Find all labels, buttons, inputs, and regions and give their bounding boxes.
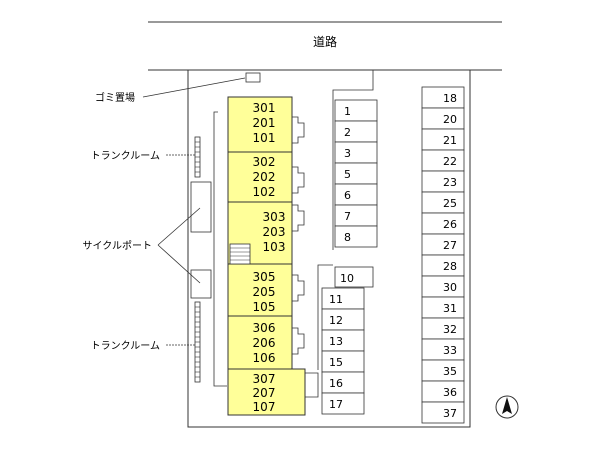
parking-number: 22 [443, 155, 457, 168]
parking-slot [334, 183, 378, 206]
unit-labels: 301 201 101 302 202 102 303 203 103 305 … [253, 101, 286, 414]
parking-slot-10 [334, 266, 374, 288]
parking-left-group: 1 2 3 5 6 7 8 [334, 99, 378, 248]
unit-number: 207 [253, 386, 276, 400]
cycle-port-leader-top [157, 207, 201, 246]
unit-number: 302 [253, 155, 276, 169]
parking-number: 30 [443, 281, 457, 294]
unit-number: 307 [253, 372, 276, 386]
parking-slot [334, 225, 378, 248]
cycle-port-label: サイクルポート [83, 240, 153, 252]
parking-number: 5 [344, 168, 351, 181]
parking-number: 7 [344, 210, 351, 223]
parking-number: 1 [344, 105, 351, 118]
parking-number: 18 [443, 92, 457, 105]
unit-number: 201 [253, 116, 276, 130]
parking-number: 6 [344, 189, 351, 202]
parking-number: 2 [344, 126, 351, 139]
parking-number: 32 [443, 323, 457, 336]
unit-number: 206 [253, 336, 276, 350]
parking-number: 15 [329, 356, 343, 369]
parking-slot [334, 141, 378, 164]
parking-number: 8 [344, 231, 351, 244]
parking-number: 21 [443, 134, 457, 147]
unit-number: 205 [253, 285, 276, 299]
parking-number: 20 [443, 113, 457, 126]
parking-number: 26 [443, 218, 457, 231]
parking-slot [334, 120, 378, 143]
parking-number: 12 [329, 314, 343, 327]
parking-slot [334, 99, 378, 122]
trunk-room-top-label: トランクルーム [91, 150, 160, 162]
parking-number: 23 [443, 176, 457, 189]
unit-number: 106 [253, 351, 276, 365]
north-arrow-icon [495, 395, 519, 419]
garbage-label: ゴミ置場 [95, 91, 135, 104]
walkway [213, 111, 227, 387]
property-boundary [187, 69, 471, 428]
unit-number: 105 [253, 300, 276, 314]
unit-number: 306 [253, 321, 276, 335]
parking-number: 11 [329, 293, 343, 306]
parking-number: 28 [443, 260, 457, 273]
driveway-line-upper [332, 70, 374, 250]
parking-number: 31 [443, 302, 457, 315]
unit-number: 103 [263, 240, 286, 254]
garbage-leader-line [142, 77, 246, 98]
parking-slot [421, 401, 465, 424]
driveway-line-lower [317, 264, 333, 370]
unit-block-5 [227, 315, 293, 370]
building [227, 96, 319, 416]
parking-right-group: 18 20 21 22 23 25 26 27 28 30 31 32 33 3… [421, 86, 465, 424]
parking-number: 16 [329, 377, 343, 390]
parking-number: 27 [443, 239, 457, 252]
parking-slot [334, 162, 378, 185]
parking-number: 36 [443, 386, 457, 399]
parking-number: 13 [329, 335, 343, 348]
parking-number: 35 [443, 365, 457, 378]
parking-number: 17 [329, 398, 343, 411]
unit-number: 301 [253, 101, 276, 115]
unit-block-4 [227, 263, 293, 317]
unit-number: 303 [263, 210, 286, 224]
road-label: 道路 [313, 34, 337, 49]
unit-number: 202 [253, 170, 276, 184]
parking-number: 33 [443, 344, 457, 357]
parking-mid-group: 11 12 13 15 16 17 [321, 287, 365, 415]
parking-number: 3 [344, 147, 351, 160]
unit-number: 107 [253, 400, 276, 414]
parking-slot [334, 204, 378, 227]
trunk-room-bottom-label: トランクルーム [91, 340, 160, 352]
unit-block-6 [227, 368, 306, 416]
unit-number: 305 [253, 270, 276, 284]
staircase [229, 243, 251, 265]
unit-number: 203 [263, 225, 286, 239]
cycle-port-bottom [190, 269, 212, 299]
garbage-area [245, 72, 261, 83]
unit-number: 101 [253, 131, 276, 145]
parking-number: 10 [340, 272, 354, 285]
parking-number: 37 [443, 407, 457, 420]
cycle-port-top [190, 181, 212, 233]
parking-number: 25 [443, 197, 457, 210]
cycle-port-leader-bottom [157, 244, 201, 284]
unit-number: 102 [253, 185, 276, 199]
parking-slot [321, 392, 365, 415]
